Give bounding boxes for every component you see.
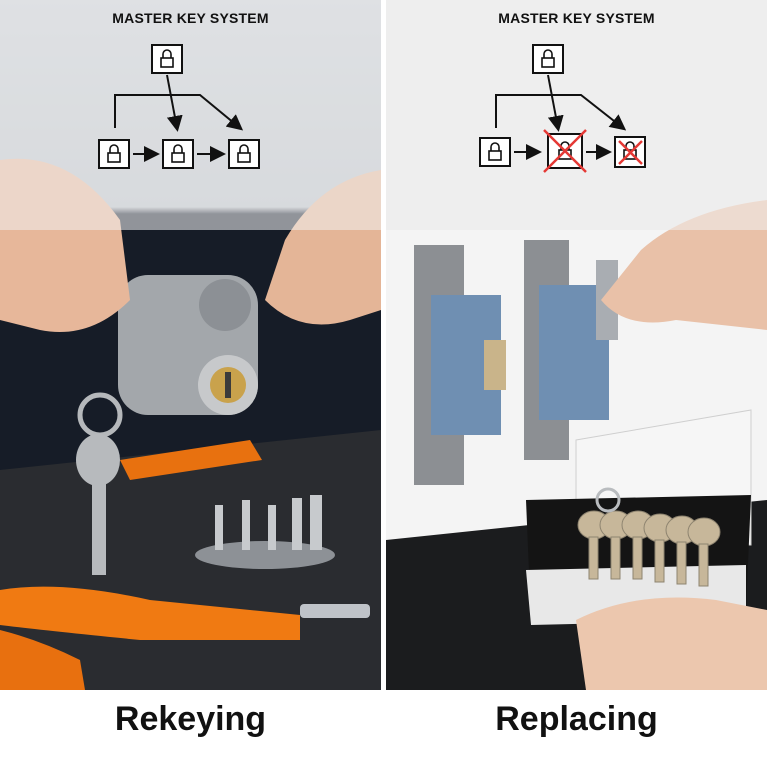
mortise-lock-2 <box>524 240 618 460</box>
master-key-diagram-replaced <box>479 44 646 173</box>
key-set <box>577 510 721 587</box>
mortise-lock-1 <box>414 245 506 485</box>
screwdriver-handle <box>0 586 300 640</box>
lock-cylinder <box>118 275 258 415</box>
plier-handle <box>0 630 85 690</box>
diagram-backdrop <box>0 0 381 230</box>
master-lock-icon <box>532 44 564 74</box>
lower-hand <box>576 597 767 690</box>
rekeying-photo-panel: MASTER KEY SYSTEM <box>0 0 381 690</box>
upper-hand <box>601 200 767 330</box>
diagram-backdrop <box>386 0 767 230</box>
master-lock-icon <box>151 44 183 74</box>
diagram-title: MASTER KEY SYSTEM <box>112 10 269 26</box>
master-key-diagram <box>98 44 260 169</box>
lock-icon-2 <box>162 139 194 169</box>
key <box>76 392 123 575</box>
rekeying-caption: Rekeying <box>114 700 267 738</box>
replacing-photo-panel: MASTER KEY SYSTEM <box>386 0 767 690</box>
cross-marks <box>543 129 643 173</box>
diagram-title: MASTER KEY SYSTEM <box>498 10 655 26</box>
panel-divider <box>381 0 386 690</box>
replacing-caption: Replacing <box>495 700 658 738</box>
rekeying-photo <box>0 158 381 690</box>
